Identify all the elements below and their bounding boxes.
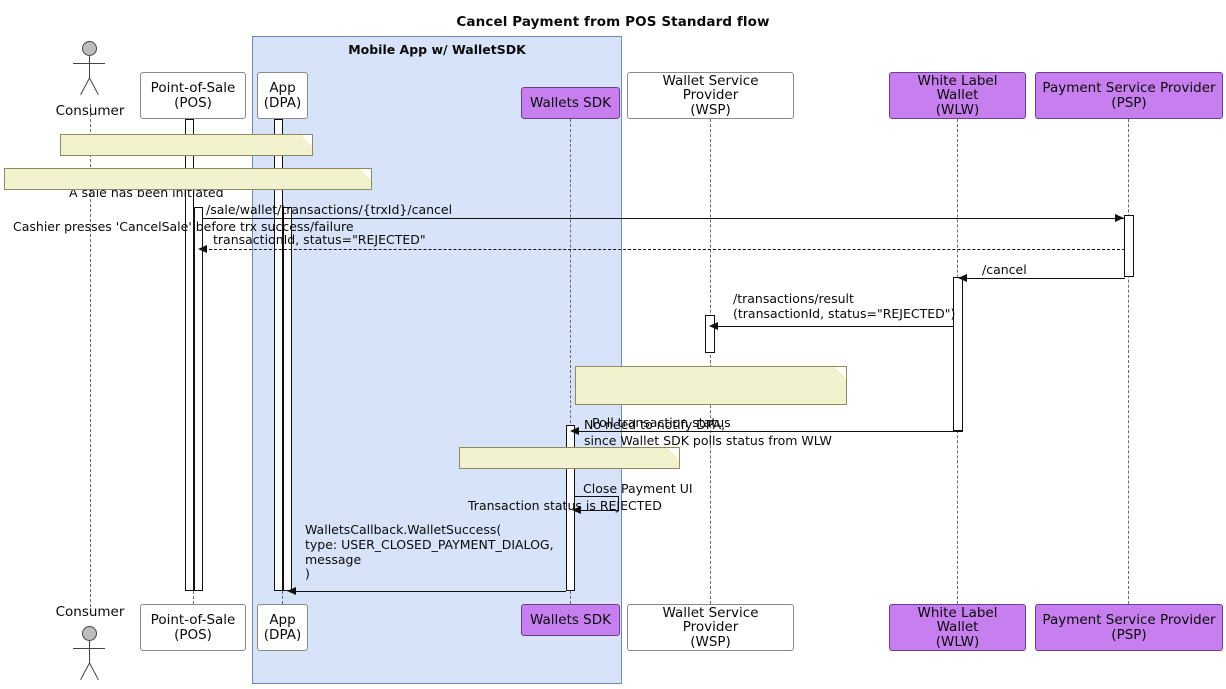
message-arrowhead-m6 bbox=[572, 506, 581, 514]
note-text: Cashier presses 'CancelSale' before trx … bbox=[13, 218, 354, 234]
message-line-m5 bbox=[575, 431, 963, 432]
participant-pos-top[interactable]: Point-of-Sale (POS) bbox=[140, 72, 246, 119]
activation-wsp bbox=[705, 315, 715, 353]
participant-wlw-bottom[interactable]: White Label Wallet (WLW) bbox=[889, 604, 1026, 651]
activation-psp bbox=[1124, 215, 1134, 277]
group-frame-mobile-app: Mobile App w/ WalletSDK bbox=[252, 36, 622, 684]
participant-sdk-top[interactable]: Wallets SDK bbox=[521, 87, 620, 119]
message-label-m5: Poll transaction status bbox=[592, 415, 731, 431]
participant-psp-top[interactable]: Payment Service Provider (PSP) bbox=[1035, 72, 1223, 119]
message-arrowhead-m3 bbox=[958, 274, 967, 282]
message-line-m3 bbox=[963, 278, 1125, 279]
message-line-m1 bbox=[203, 218, 1125, 219]
lifeline-wsp bbox=[710, 119, 711, 604]
note-fold-inner-icon bbox=[301, 135, 312, 146]
participant-dpa-bottom[interactable]: App (DPA) bbox=[257, 604, 308, 651]
message-label-m4: /transactions/result (transactionId, sta… bbox=[733, 291, 956, 321]
note-fold-inner-icon bbox=[835, 367, 846, 378]
lifeline-sdk bbox=[570, 119, 571, 604]
message-arrowhead-m4 bbox=[709, 322, 718, 330]
participant-psp-bottom[interactable]: Payment Service Provider (PSP) bbox=[1035, 604, 1223, 651]
participant-wlw-top[interactable]: White Label Wallet (WLW) bbox=[889, 72, 1026, 119]
note-text: Transaction status is REJECTED bbox=[468, 497, 662, 513]
actor-leg-left-icon bbox=[80, 662, 90, 681]
note-sale-initiated: A sale has been initiated bbox=[60, 134, 313, 200]
participant-wsp-top[interactable]: Wallet Service Provider (WSP) bbox=[627, 72, 794, 119]
actor-body-icon bbox=[89, 56, 90, 78]
note-cashier-cancel: Cashier presses 'CancelSale' before trx … bbox=[4, 168, 372, 234]
message-label-m7: WalletsCallback.WalletSuccess( type: USE… bbox=[305, 522, 554, 582]
actor-label-top: Consumer bbox=[55, 103, 125, 119]
participant-sdk-bottom[interactable]: Wallets SDK bbox=[521, 604, 620, 636]
message-line-m7 bbox=[292, 591, 566, 592]
message-label-m3: /cancel bbox=[982, 262, 1027, 277]
message-arrowhead-m1 bbox=[1115, 214, 1124, 222]
message-line-m2 bbox=[204, 249, 1125, 250]
group-frame-label: Mobile App w/ WalletSDK bbox=[348, 42, 526, 57]
note-no-need-notify-dpa: No need to notify DPA, since Wallet SDK … bbox=[575, 366, 847, 448]
message-label-m2: transactionId, status="REJECTED" bbox=[213, 232, 426, 247]
actor-label-bottom: Consumer bbox=[55, 604, 125, 620]
message-arrowhead-m5 bbox=[570, 427, 579, 435]
actor-leg-right-icon bbox=[89, 77, 99, 96]
lifeline-psp bbox=[1128, 119, 1129, 604]
message-arrowhead-m2 bbox=[198, 245, 207, 253]
message-arrowhead-m7 bbox=[287, 587, 296, 595]
actor-head-icon bbox=[82, 41, 97, 56]
message-line-m4 bbox=[715, 326, 953, 327]
actor-leg-right-icon bbox=[89, 662, 99, 681]
actor-leg-left-icon bbox=[80, 77, 90, 96]
participant-dpa-top[interactable]: App (DPA) bbox=[257, 72, 308, 119]
activation-pos-outer bbox=[185, 119, 194, 591]
message-label-m1: /sale/wallet/transactions/{trxId}/cancel bbox=[206, 202, 453, 217]
actor-consumer-bottom bbox=[68, 626, 112, 682]
note-status-rejected: Transaction status is REJECTED bbox=[459, 447, 680, 513]
activation-dpa-inner bbox=[283, 207, 292, 591]
actor-arms-icon bbox=[73, 648, 105, 649]
participant-wsp-bottom[interactable]: Wallet Service Provider (WSP) bbox=[627, 604, 794, 651]
message-label-m6: Close Payment UI bbox=[583, 481, 693, 496]
page-title: Cancel Payment from POS Standard flow bbox=[456, 14, 770, 30]
lifeline-consumer bbox=[90, 104, 91, 612]
note-text: No need to notify DPA, since Wallet SDK … bbox=[584, 416, 832, 448]
actor-consumer-top bbox=[68, 41, 112, 97]
actor-arms-icon bbox=[73, 63, 105, 64]
message-self-top-m6 bbox=[575, 496, 619, 497]
note-fold-inner-icon bbox=[668, 448, 679, 459]
activation-dpa-outer bbox=[274, 119, 283, 591]
note-fold-inner-icon bbox=[360, 169, 371, 180]
activation-pos-inner bbox=[194, 207, 203, 591]
participant-pos-bottom[interactable]: Point-of-Sale (POS) bbox=[140, 604, 246, 651]
message-self-right-m6 bbox=[618, 496, 619, 510]
actor-head-icon bbox=[82, 626, 97, 641]
actor-body-icon bbox=[89, 641, 90, 663]
message-self-bottom-m6 bbox=[575, 510, 619, 511]
